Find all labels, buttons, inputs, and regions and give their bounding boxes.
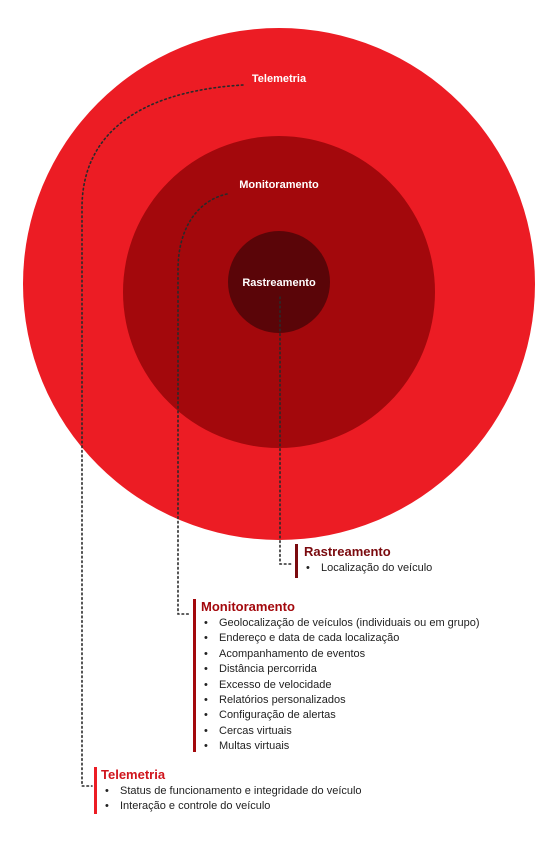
list-item: Multas virtuais — [193, 739, 479, 755]
monitoramento-connector — [177, 193, 228, 615]
list-item: Cercas virtuais — [193, 724, 479, 740]
rastreamento-title: Rastreamento — [304, 544, 391, 559]
telemetria-list: Status de funcionamento e integridade do… — [94, 784, 362, 815]
rastreamento-connector — [279, 296, 293, 565]
monitoramento-title: Monitoramento — [201, 599, 295, 614]
inner-ring-rastreamento — [228, 231, 330, 333]
inner-ring-label: Rastreamento — [242, 277, 316, 289]
list-item: Configuração de alertas — [193, 708, 479, 724]
rastreamento-block: Rastreamento Localização do veículo — [295, 544, 432, 578]
list-item: Distância percorrida — [193, 662, 479, 678]
list-item: Interação e controle do veículo — [94, 799, 362, 815]
list-item: Relatórios personalizados — [193, 693, 479, 709]
telemetria-title: Telemetria — [101, 767, 166, 782]
list-item: Endereço e data de cada localização — [193, 631, 479, 647]
list-item: Geolocalização de veículos (individuais … — [193, 616, 479, 632]
middle-ring-label: Monitoramento — [239, 179, 319, 191]
monitoramento-block: Monitoramento Geolocalização de veículos… — [193, 599, 479, 755]
monitoramento-list: Geolocalização de veículos (individuais … — [193, 616, 479, 755]
list-item: Acompanhamento de eventos — [193, 647, 479, 663]
rastreamento-list: Localização do veículo — [295, 561, 432, 577]
list-item: Localização do veículo — [295, 561, 432, 577]
list-item: Status de funcionamento e integridade do… — [94, 784, 362, 800]
telemetria-block: Telemetria Status de funcionamento e int… — [94, 767, 362, 815]
telemetria-connector — [81, 84, 244, 787]
list-item: Excesso de velocidade — [193, 678, 479, 694]
outer-ring-label: Telemetria — [252, 73, 307, 85]
